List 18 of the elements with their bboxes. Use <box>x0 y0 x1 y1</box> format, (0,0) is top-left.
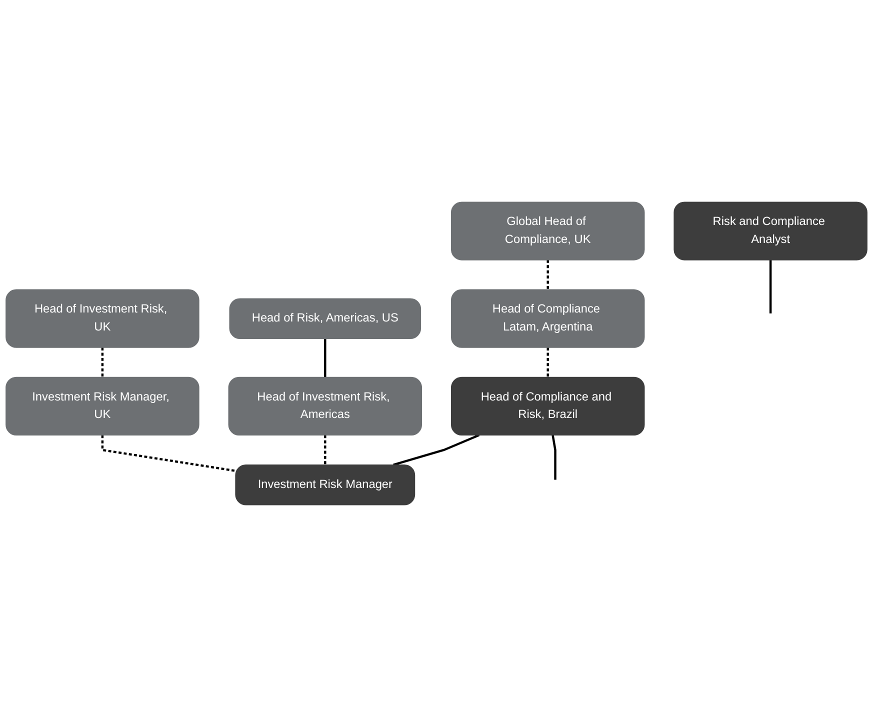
node-box: Head of Compliance Latam, Argentina <box>450 289 645 348</box>
node-box: Global Head of Compliance, UK <box>450 202 645 260</box>
connector <box>546 260 549 290</box>
connector <box>546 348 549 378</box>
node-box: Investment Risk Manager <box>235 464 416 506</box>
connector <box>393 434 480 466</box>
connector <box>324 338 326 378</box>
connector <box>324 435 326 465</box>
connector <box>101 348 104 378</box>
node-box: Head of Risk, Americas, US <box>229 298 422 340</box>
connector <box>101 435 236 472</box>
node-box: Head of Investment Risk, Americas <box>228 376 422 436</box>
node-box: Head of Compliance and Risk, Brazil <box>450 376 645 436</box>
node-box: Head of Investment Risk, UK <box>6 289 200 348</box>
connector <box>552 434 556 480</box>
node-box: Investment Risk Manager, UK <box>6 376 200 436</box>
node-box: Risk and Compliance Analyst <box>674 202 868 260</box>
connector <box>769 260 772 314</box>
